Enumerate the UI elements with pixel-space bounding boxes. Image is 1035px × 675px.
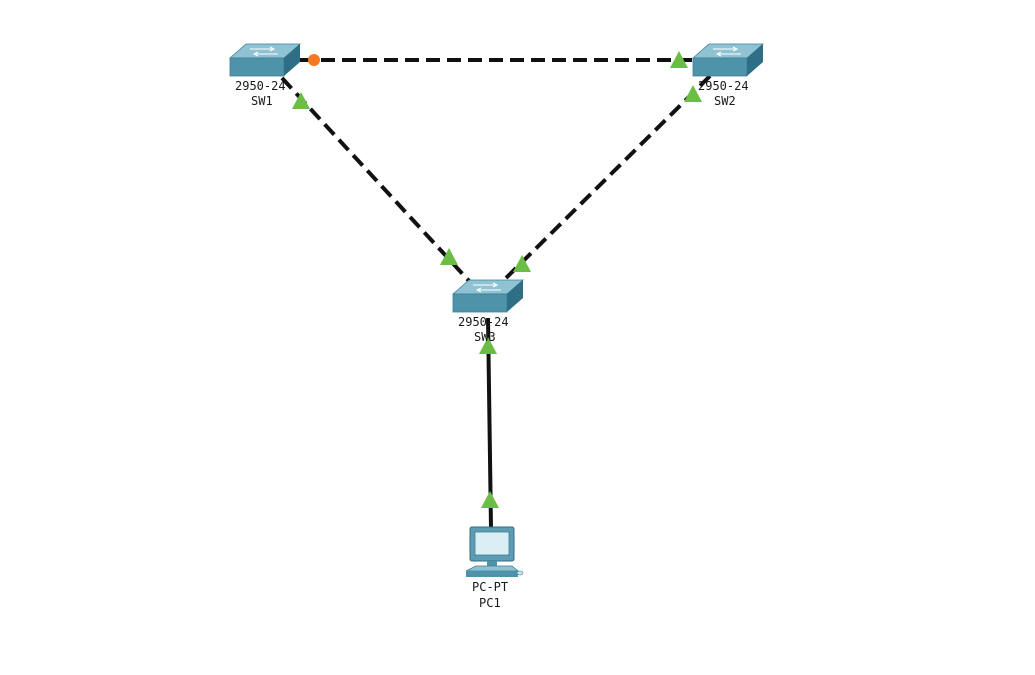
- pc-pc1[interactable]: PC-PT PC1: [465, 526, 524, 610]
- switch-sw2[interactable]: 2950-24 SW2: [691, 43, 765, 108]
- port-indicators: [292, 51, 702, 508]
- port-up-indicator: [292, 92, 310, 109]
- port-up-indicator: [481, 491, 499, 508]
- device-model-label: 2950-24: [235, 79, 286, 93]
- switch-sw3[interactable]: 2950-24 SW3: [451, 279, 525, 344]
- pc-icon: [465, 526, 524, 577]
- link-sw2-sw3[interactable]: [500, 74, 712, 284]
- switch-icon: [228, 43, 302, 77]
- port-up-indicator: [684, 85, 702, 102]
- device-name-label: SW1: [251, 94, 273, 108]
- device-name-label: SW2: [714, 94, 736, 108]
- port-up-indicator: [670, 51, 688, 68]
- port-up-indicator: [479, 337, 497, 354]
- switch-icon: [691, 43, 765, 77]
- port-up-indicator: [513, 255, 531, 272]
- device-name-label: PC1: [479, 596, 501, 610]
- switch-icon: [451, 279, 525, 313]
- device-model-label: 2950-24: [698, 79, 749, 93]
- port-up-indicator: [440, 248, 458, 265]
- switch-sw1[interactable]: 2950-24 SW1: [228, 43, 302, 108]
- device-model-label: PC-PT: [472, 580, 508, 594]
- port-blocking-indicator: [308, 54, 320, 66]
- link-sw1-sw3[interactable]: [280, 76, 472, 284]
- device-name-label: SW3: [474, 330, 496, 344]
- device-model-label: 2950-24: [458, 315, 509, 329]
